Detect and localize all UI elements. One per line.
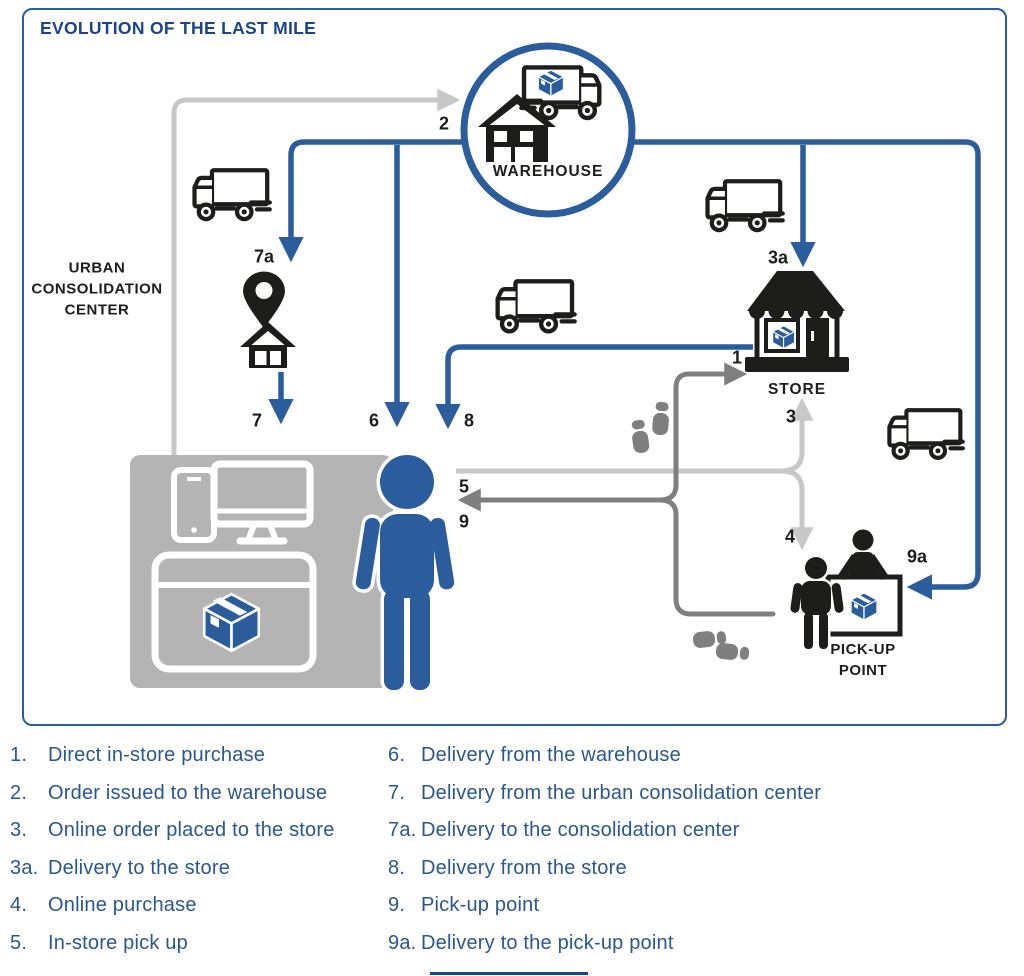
legend-item: 7a.Delivery to the consolidation center xyxy=(388,819,740,842)
legend-column-right: 6.Delivery from the warehouse 7.Delivery… xyxy=(388,744,1018,970)
flow-label-7: 7 xyxy=(251,410,263,431)
flow-label-7a: 7a xyxy=(253,246,275,267)
legend-column-left: 1.Direct in-store purchase 2.Order issue… xyxy=(10,744,380,970)
flow-label-2: 2 xyxy=(438,113,450,134)
flow-label-5: 5 xyxy=(458,476,470,497)
legend-item: 3.Online order placed to the store xyxy=(10,819,335,842)
legend-item: 8.Delivery from the store xyxy=(388,856,627,879)
flow-label-3a: 3a xyxy=(767,247,789,268)
legend-item: 2.Order issued to the warehouse xyxy=(10,781,328,804)
legend-item: 4.Online purchase xyxy=(10,894,197,917)
diagram-frame xyxy=(22,8,1007,726)
ucc-label: URBAN CONSOLIDATION CENTER xyxy=(31,259,163,319)
flow-label-1: 1 xyxy=(731,347,743,368)
legend-item: 7.Delivery from the urban consolidation … xyxy=(388,781,822,804)
flow-label-9a: 9a xyxy=(906,546,928,567)
flow-label-8: 8 xyxy=(463,410,475,431)
legend-item: 6.Delivery from the warehouse xyxy=(388,744,681,766)
pickup-label: PICK-UP POINT xyxy=(830,641,896,679)
warehouse-label: WAREHOUSE xyxy=(492,163,604,180)
legend-item: 5.In-store pick up xyxy=(10,931,188,954)
flow-label-4: 4 xyxy=(784,526,796,547)
legend-item: 3a.Delivery to the store xyxy=(10,856,231,879)
flow-label-9: 9 xyxy=(458,511,470,532)
footer-divider xyxy=(430,972,588,975)
legend-item: 1.Direct in-store purchase xyxy=(10,744,266,766)
page-title: EVOLUTION OF THE LAST MILE xyxy=(40,18,317,38)
legend-item: 9a.Delivery to the pick-up point xyxy=(388,931,674,954)
flow-label-6: 6 xyxy=(368,410,380,431)
flow-label-3: 3 xyxy=(785,406,797,427)
legend-item: 9.Pick-up point xyxy=(388,894,540,917)
store-label: STORE xyxy=(767,381,827,398)
